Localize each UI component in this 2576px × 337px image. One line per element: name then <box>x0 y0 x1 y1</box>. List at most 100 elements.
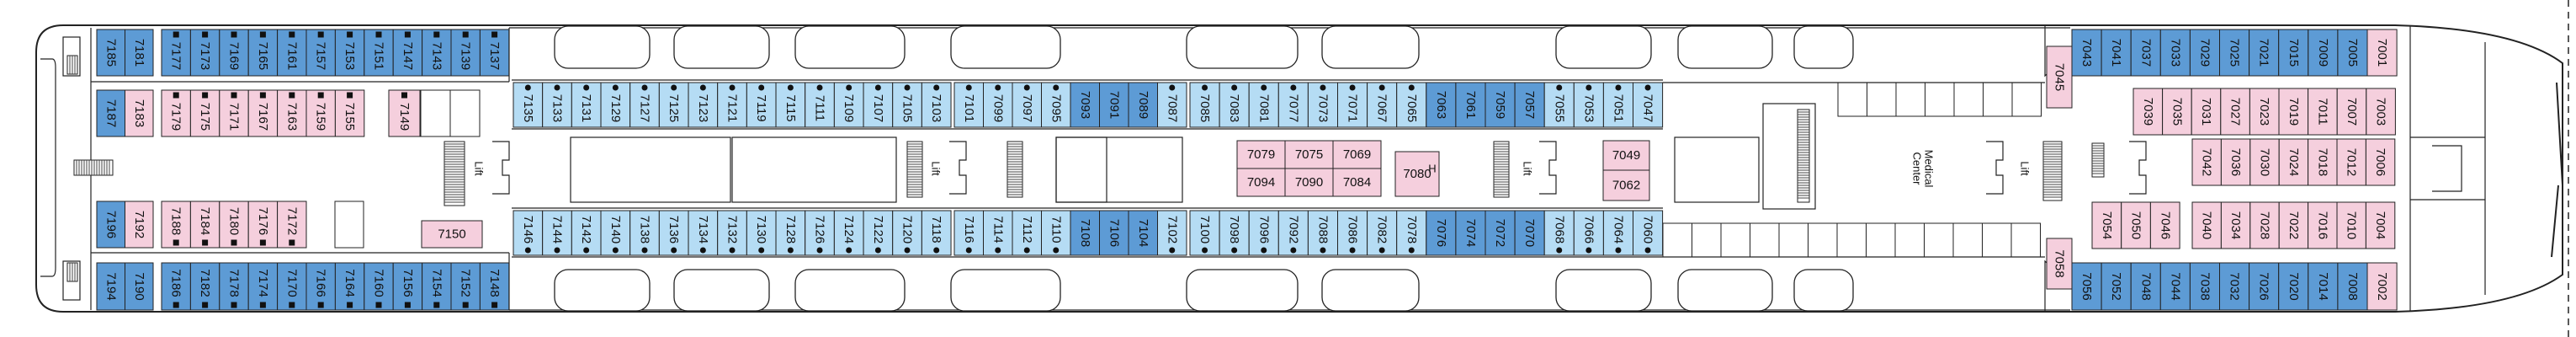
cabin-7078[interactable]: 7078 <box>1396 210 1427 256</box>
cabin-7137[interactable]: 7137 <box>479 29 510 77</box>
cabin-7058[interactable]: 7058 <box>2046 238 2073 290</box>
cabin-7004[interactable]: 7004 <box>2365 201 2396 249</box>
cabin-7188[interactable]: 7188 <box>161 201 191 249</box>
cabin-7143[interactable]: 7143 <box>422 29 452 77</box>
cabin-7056[interactable]: 7056 <box>2071 262 2102 311</box>
cabin-7082[interactable]: 7082 <box>1367 210 1398 256</box>
cabin-7181[interactable]: 7181 <box>125 29 154 77</box>
cabin-7123[interactable]: 7123 <box>688 82 719 128</box>
cabin-7069[interactable]: 7069 <box>1332 140 1382 169</box>
cabin-7186[interactable]: 7186 <box>161 262 191 311</box>
cabin-7070[interactable]: 7070 <box>1514 210 1545 256</box>
cabin-7039[interactable]: 7039 <box>2133 88 2164 136</box>
cabin-7190[interactable]: 7190 <box>125 262 154 311</box>
cabin-7129[interactable]: 7129 <box>600 82 631 128</box>
cabin-7124[interactable]: 7124 <box>833 210 864 256</box>
cabin-7152[interactable]: 7152 <box>450 262 481 311</box>
cabin-7057[interactable]: 7057 <box>1514 82 1545 128</box>
cabin-7080[interactable]: 7080 <box>1394 151 1440 197</box>
cabin-7136[interactable]: 7136 <box>658 210 689 256</box>
cabin-7164[interactable]: 7164 <box>334 262 365 311</box>
cabin-7116[interactable]: 7116 <box>953 210 984 256</box>
cabin-7151[interactable]: 7151 <box>364 29 394 77</box>
cabin-7163[interactable]: 7163 <box>277 89 307 137</box>
cabin-7122[interactable]: 7122 <box>863 210 894 256</box>
cabin-7155[interactable]: 7155 <box>334 89 365 137</box>
cabin-7085[interactable]: 7085 <box>1189 82 1220 128</box>
cabin-7166[interactable]: 7166 <box>305 262 336 311</box>
cabin-7003[interactable]: 7003 <box>2366 88 2396 136</box>
cabin-7174[interactable]: 7174 <box>247 262 279 311</box>
cabin-7050[interactable]: 7050 <box>2121 201 2151 249</box>
cabin-7026[interactable]: 7026 <box>2249 262 2280 311</box>
cabin-7107[interactable]: 7107 <box>863 82 894 128</box>
cabin-7196[interactable]: 7196 <box>96 201 125 249</box>
cabin-7180[interactable]: 7180 <box>219 201 249 249</box>
cabin-7175[interactable]: 7175 <box>189 89 220 137</box>
cabin-7029[interactable]: 7029 <box>2189 29 2220 77</box>
cabin-7142[interactable]: 7142 <box>571 210 602 256</box>
cabin-7035[interactable]: 7035 <box>2162 88 2192 136</box>
cabin-7102[interactable]: 7102 <box>1157 210 1187 256</box>
cabin-7106[interactable]: 7106 <box>1099 210 1129 256</box>
cabin-7073[interactable]: 7073 <box>1307 82 1339 128</box>
cabin-7053[interactable]: 7053 <box>1573 82 1604 128</box>
cabin-7032[interactable]: 7032 <box>2219 262 2250 311</box>
cabin-7100[interactable]: 7100 <box>1189 210 1220 256</box>
cabin-7157[interactable]: 7157 <box>305 29 336 77</box>
cabin-7147[interactable]: 7147 <box>392 29 423 77</box>
cabin-7184[interactable]: 7184 <box>189 201 220 249</box>
cabin-7105[interactable]: 7105 <box>892 82 922 128</box>
cabin-7006[interactable]: 7006 <box>2365 138 2396 186</box>
cabin-7132[interactable]: 7132 <box>717 210 747 256</box>
cabin-7125[interactable]: 7125 <box>658 82 689 128</box>
cabin-7025[interactable]: 7025 <box>2219 29 2250 77</box>
cabin-7016[interactable]: 7016 <box>2308 201 2338 249</box>
cabin-7010[interactable]: 7010 <box>2336 201 2366 249</box>
cabin-7177[interactable]: 7177 <box>161 29 191 77</box>
cabin-7176[interactable]: 7176 <box>247 201 279 249</box>
cabin-7041[interactable]: 7041 <box>2101 29 2132 77</box>
cabin-7098[interactable]: 7098 <box>1219 210 1250 256</box>
cabin-7071[interactable]: 7071 <box>1337 82 1368 128</box>
cabin-7028[interactable]: 7028 <box>2249 201 2280 249</box>
cabin-7135[interactable]: 7135 <box>513 82 544 128</box>
cabin-7194[interactable]: 7194 <box>96 262 125 311</box>
cabin-7034[interactable]: 7034 <box>2220 201 2251 249</box>
cabin-7094[interactable]: 7094 <box>1236 168 1286 197</box>
cabin-7059[interactable]: 7059 <box>1485 82 1516 128</box>
cabin-7052[interactable]: 7052 <box>2101 262 2132 311</box>
cabin-7153[interactable]: 7153 <box>334 29 365 77</box>
cabin-7012[interactable]: 7012 <box>2336 138 2366 186</box>
cabin-7178[interactable]: 7178 <box>219 262 249 311</box>
cabin-7043[interactable]: 7043 <box>2071 29 2102 77</box>
cabin-7118[interactable]: 7118 <box>921 210 952 256</box>
cabin-7033[interactable]: 7033 <box>2159 29 2191 77</box>
cabin-7042[interactable]: 7042 <box>2191 138 2222 186</box>
cabin-7090[interactable]: 7090 <box>1284 168 1334 197</box>
cabin-7022[interactable]: 7022 <box>2278 201 2309 249</box>
cabin-7154[interactable]: 7154 <box>422 262 452 311</box>
cabin-7051[interactable]: 7051 <box>1602 82 1634 128</box>
cabin-7097[interactable]: 7097 <box>1012 82 1042 128</box>
cabin-7048[interactable]: 7048 <box>2130 262 2161 311</box>
cabin-7159[interactable]: 7159 <box>305 89 336 137</box>
cabin-7146[interactable]: 7146 <box>513 210 544 256</box>
cabin-7044[interactable]: 7044 <box>2159 262 2191 311</box>
cabin-7083[interactable]: 7083 <box>1219 82 1250 128</box>
cabin-7081[interactable]: 7081 <box>1248 82 1279 128</box>
cabin-7049[interactable]: 7049 <box>1602 140 1650 171</box>
cabin-7036[interactable]: 7036 <box>2220 138 2251 186</box>
cabin-7099[interactable]: 7099 <box>983 82 1013 128</box>
cabin-7023[interactable]: 7023 <box>2249 88 2280 136</box>
cabin-7144[interactable]: 7144 <box>542 210 572 256</box>
cabin-7093[interactable]: 7093 <box>1070 82 1100 128</box>
cabin-7138[interactable]: 7138 <box>629 210 660 256</box>
cabin-7149[interactable]: 7149 <box>388 89 421 137</box>
cabin-7109[interactable]: 7109 <box>833 82 864 128</box>
cabin-7008[interactable]: 7008 <box>2337 262 2368 311</box>
cabin-7018[interactable]: 7018 <box>2308 138 2338 186</box>
cabin-7127[interactable]: 7127 <box>629 82 660 128</box>
cabin-7040[interactable]: 7040 <box>2191 201 2222 249</box>
cabin-7062[interactable]: 7062 <box>1602 169 1650 201</box>
